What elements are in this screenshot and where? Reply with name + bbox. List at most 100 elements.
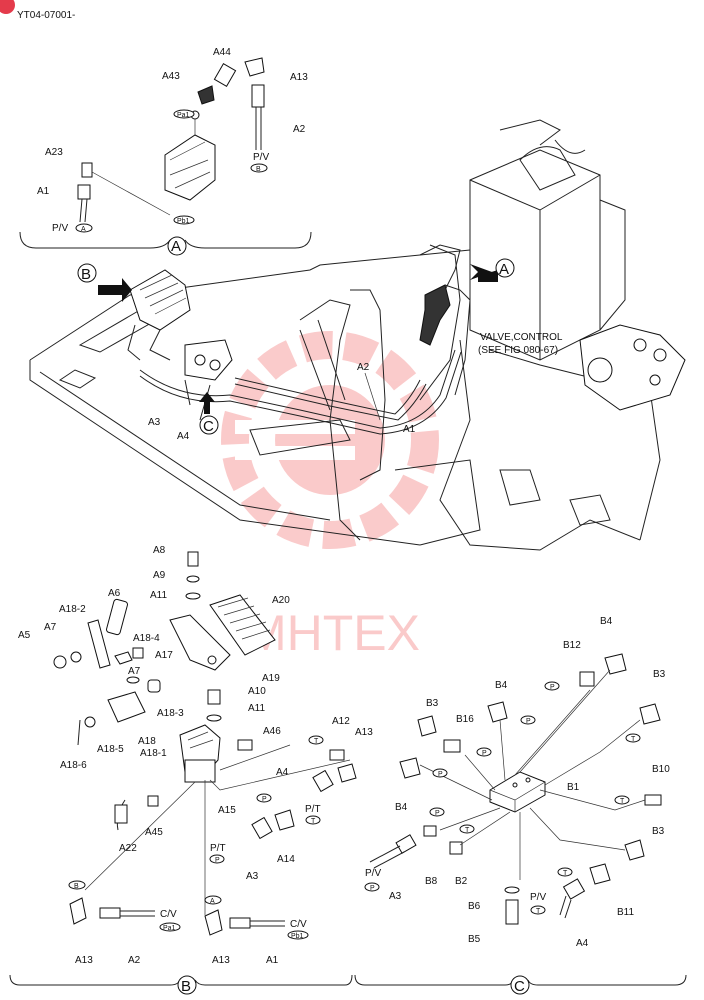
view-c-marker-main <box>199 415 219 435</box>
label-a20: A20 <box>272 595 290 606</box>
label-b4-top: B4 <box>600 616 613 627</box>
spring-a6-icon <box>106 598 128 636</box>
bolt-a10-icon <box>207 689 221 705</box>
label-a18-5: A18-5 <box>97 744 124 755</box>
fitting-a2-b-icon <box>99 907 121 919</box>
fitting-a3-c-icon <box>395 834 417 854</box>
pin-a18-6-icon <box>77 719 81 746</box>
manifold-b1-icon <box>489 771 546 813</box>
label-a9: A9 <box>153 570 166 581</box>
label-a2-main: A2 <box>357 362 370 373</box>
detail-a-bracket <box>19 231 171 249</box>
switch-a22-icon <box>114 804 128 824</box>
label-a18-6: A18-6 <box>60 760 87 771</box>
label-port-p-c4: P <box>438 771 443 778</box>
fitting-a12-icon <box>329 749 345 761</box>
elbow-b3-right-icon <box>624 839 645 861</box>
pedal-assembly-main <box>127 269 233 381</box>
label-b5: B5 <box>468 934 481 945</box>
elbow-a13-bl-icon <box>69 897 87 925</box>
label-a1-main: A1 <box>403 424 416 435</box>
watermark-gear-icon <box>221 331 439 549</box>
label-port-p-c1: P <box>550 684 555 691</box>
a13-elbow-icon <box>244 57 265 77</box>
label-port-p-b2: P <box>215 857 220 864</box>
elbow-b3-tl-icon <box>417 715 437 737</box>
label-cv-pa1: C/V <box>160 909 177 920</box>
plate-a18-2-icon <box>87 619 111 669</box>
label-port-b-b: B <box>74 883 79 890</box>
label-port-t-c: T <box>536 908 541 915</box>
label-pv-c: P/V <box>365 868 381 879</box>
arrow-c-icon <box>199 392 215 414</box>
label-port-t-c1: T <box>631 736 636 743</box>
view-a-marker-main <box>495 258 515 278</box>
label-port-t-c4: T <box>563 870 568 877</box>
control-valve-assembly <box>579 324 686 411</box>
label-port-a: A <box>81 226 86 233</box>
detail-c-bracket <box>354 974 514 986</box>
label-cv-pb1: C/V <box>290 919 307 930</box>
label-a6: A6 <box>108 588 121 599</box>
label-b6: B6 <box>468 901 481 912</box>
label-b3-tr: B3 <box>653 669 666 680</box>
header-code: YT04-07001- <box>17 10 75 21</box>
label-a22: A22 <box>119 843 137 854</box>
view-a-marker <box>167 236 187 256</box>
label-b4-left: B4 <box>395 802 408 813</box>
label-b4-mid: B4 <box>495 680 508 691</box>
label-a13-bl: A13 <box>75 955 93 966</box>
label-a13-br: A13 <box>212 955 230 966</box>
bolt-a8-icon <box>187 551 199 567</box>
view-a-letter: A <box>171 238 181 255</box>
fitting-a4-b-icon <box>312 769 334 793</box>
washer-a9-icon <box>186 575 200 583</box>
label-a13-top: A13 <box>290 72 308 83</box>
label-a14: A14 <box>277 854 295 865</box>
label-a4-c: A4 <box>576 938 589 949</box>
label-a11: A11 <box>248 703 265 714</box>
label-b8: B8 <box>425 876 438 887</box>
label-a7-top: A7 <box>44 622 57 633</box>
pilot-valve-assembly-a <box>164 110 216 201</box>
label-port-p-c3: P <box>482 750 487 757</box>
pilot-valve-a15-icon <box>179 724 221 783</box>
view-b-letter: B <box>181 978 191 995</box>
washer-a11-icon <box>206 714 222 722</box>
view-b-letter-top: B <box>81 266 91 283</box>
label-a1-b: A1 <box>266 955 279 966</box>
a23-fitting-icon <box>81 162 93 178</box>
label-port-t-c3: T <box>465 827 470 834</box>
arrow-a-icon <box>470 264 498 282</box>
pin-a18-4-icon <box>114 651 133 665</box>
label-port-b: B <box>256 166 261 173</box>
fitting-a4-c-icon <box>562 878 586 900</box>
label-a7-mid: A7 <box>128 666 141 677</box>
view-c-letter: C <box>514 978 525 995</box>
fitting-a46-icon <box>237 739 253 751</box>
label-port-t-c2: T <box>620 798 625 805</box>
valve-note-line2: (SEE FIG 080-67) <box>478 345 558 356</box>
fitting-b12-icon <box>579 671 595 687</box>
label-pa1: Pa1 <box>177 112 190 119</box>
label-port-p-c2: P <box>526 718 531 725</box>
washer-a7-icon <box>70 651 82 663</box>
label-a23: A23 <box>45 147 63 158</box>
label-a5: A5 <box>18 630 31 641</box>
elbow-b4-top-icon <box>604 653 627 675</box>
label-b11: B11 <box>617 907 634 918</box>
nut-a5-icon <box>53 655 67 669</box>
washer-a7-b-icon <box>126 676 140 684</box>
label-a4-main: A4 <box>177 431 190 442</box>
fitting-b16-icon <box>443 739 461 753</box>
elbow-a14-icon <box>274 809 295 831</box>
washer-a11-top-icon <box>185 592 201 600</box>
label-b3-right: B3 <box>652 826 665 837</box>
label-a13-b: A13 <box>355 727 373 738</box>
washer-b6-icon <box>504 886 520 894</box>
cap-a18-3-icon <box>147 679 161 693</box>
label-a19: A19 <box>262 673 280 684</box>
a1-fitting-icon <box>77 184 91 200</box>
label-port-t-b2: T <box>314 738 319 745</box>
